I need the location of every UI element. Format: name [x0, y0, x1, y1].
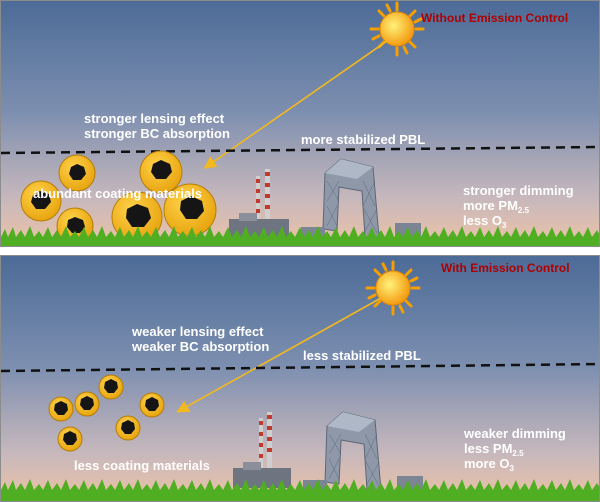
- bc-particle-icon: [163, 183, 217, 237]
- bc-particle-icon: [139, 392, 165, 418]
- absorption-label: stronger BC absorption: [84, 126, 230, 141]
- sky: [1, 256, 599, 501]
- dimming-label: weaker dimming: [464, 426, 566, 441]
- pbl-line: [1, 145, 599, 155]
- o3-label: less O3: [463, 213, 507, 230]
- sunlight-arrow: [176, 297, 382, 413]
- grass: [1, 479, 599, 501]
- dimming-label: stronger dimming: [463, 183, 574, 198]
- scene-with-control: [1, 256, 599, 501]
- cctv-tower-icon: [301, 158, 421, 238]
- grass: [1, 226, 599, 246]
- panel-title: Without Emission Control: [421, 11, 569, 25]
- bc-particle-icon: [48, 396, 74, 422]
- bc-particle-icon: [58, 154, 96, 192]
- pbl-label: less stabilized PBL: [303, 348, 421, 363]
- absorption-label: weaker BC absorption: [132, 339, 270, 354]
- sun-icon: [365, 260, 421, 316]
- sky: [1, 1, 599, 246]
- pbl-label: more stabilized PBL: [301, 132, 426, 147]
- pbl-line: [1, 362, 599, 373]
- panel-title: With Emission Control: [441, 261, 570, 275]
- sunlight-arrow: [203, 40, 388, 169]
- coating-label: less coating materials: [74, 458, 210, 473]
- smokestack-icon: [233, 412, 291, 488]
- bc-particle-icon: [98, 374, 124, 400]
- bc-particle-icon: [139, 150, 183, 194]
- scene-without-control: [1, 1, 599, 246]
- coating-label: abundant coating materials: [33, 186, 203, 201]
- sun-icon: [369, 1, 425, 57]
- bc-particle-icon: [57, 426, 83, 452]
- panel-with-control: With Emission Control weaker lensing eff…: [0, 255, 600, 502]
- pm-label: less PM2.5: [464, 441, 524, 458]
- lensing-label: stronger lensing effect: [84, 111, 225, 126]
- o3-label: more O3: [464, 456, 514, 473]
- bc-particle-icon: [115, 415, 141, 441]
- bc-particle-icon: [20, 180, 62, 222]
- panel-without-control: Without Emission Control stronger lensin…: [0, 0, 600, 247]
- bc-particle-icon: [74, 391, 100, 417]
- pm-label: more PM2.5: [463, 198, 530, 215]
- lensing-label: weaker lensing effect: [132, 324, 264, 339]
